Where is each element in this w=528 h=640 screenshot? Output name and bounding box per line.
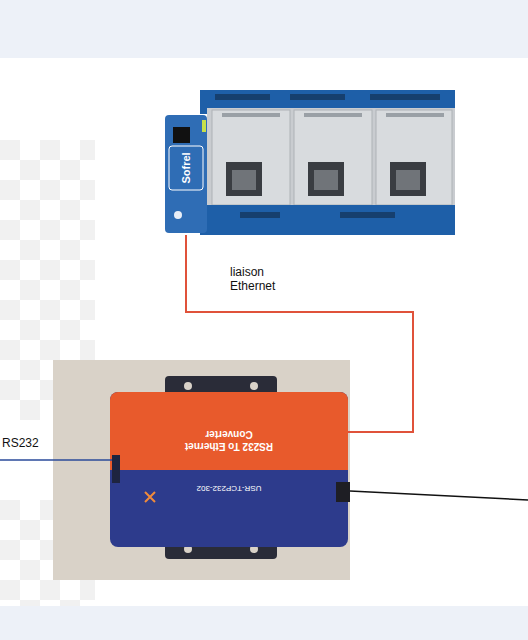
plc-device: Sofrel [165,92,455,235]
link-label: liaison Ethernet [230,265,300,294]
bottom-band [0,606,528,640]
converter-picture [53,360,350,580]
converter-device: RS232 To Ethernet ConverterUSR-TCP232-30… [110,392,348,547]
plc-picture [138,88,470,295]
serial-cable [0,459,112,461]
brand-label: Sofrel [180,152,193,183]
model-label: USR-TCP232-302 [169,483,289,492]
top-band [0,0,528,58]
port-label: RS232 [2,436,39,450]
device-label: RS232 To Ethernet Converter [174,429,284,452]
power-cable [350,491,528,500]
ethernet-link [186,235,413,432]
